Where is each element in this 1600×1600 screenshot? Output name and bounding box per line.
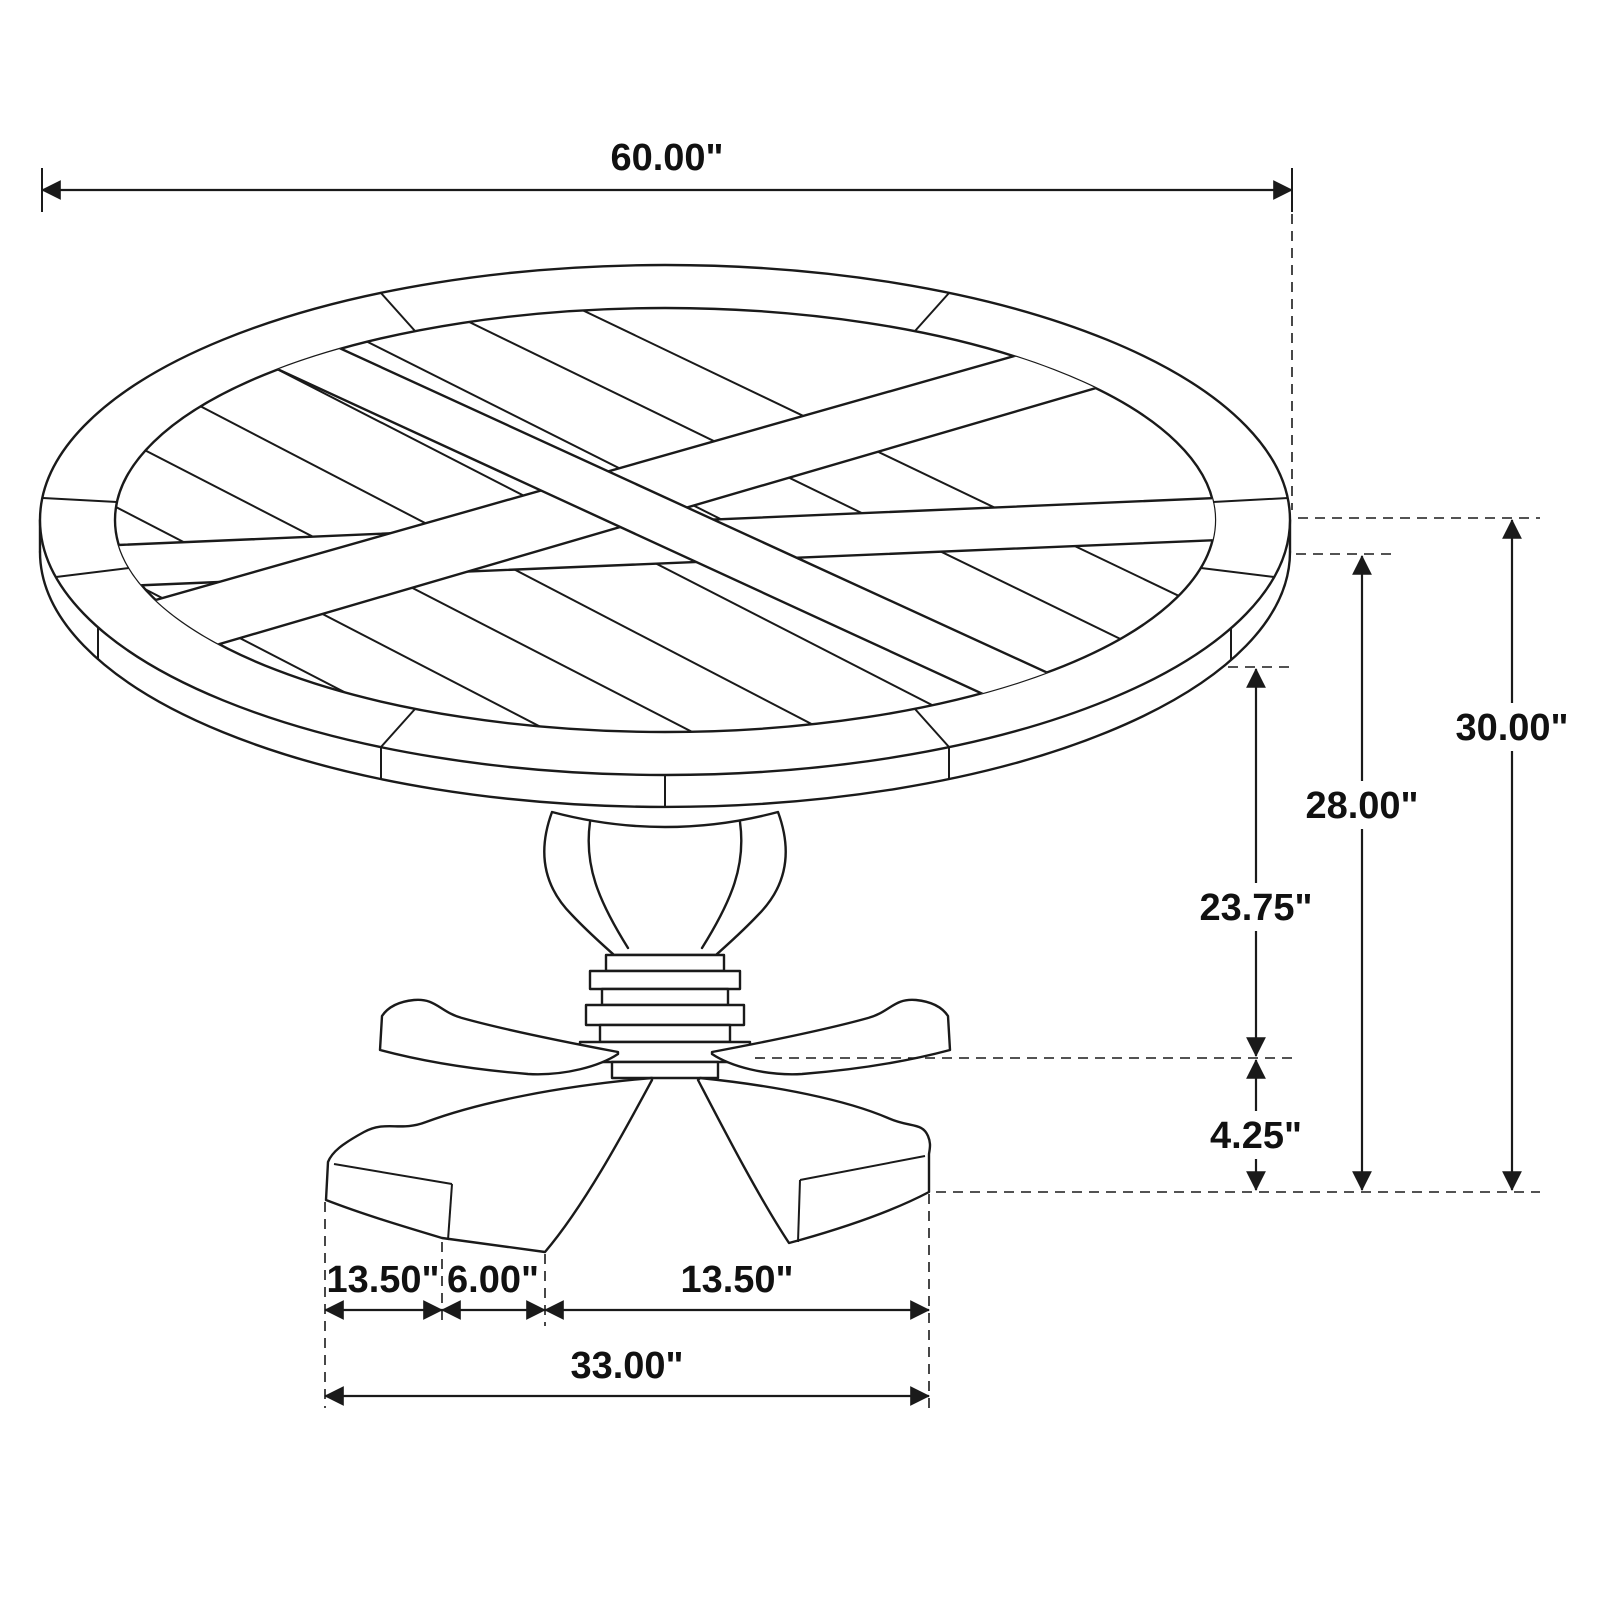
dimension-base-spread: 33.00" xyxy=(324,1345,930,1406)
base-leg-front-left xyxy=(324,1076,654,1254)
tabletop-rim-joints xyxy=(42,292,1289,748)
dim-label-overall-height: 30.00" xyxy=(1455,707,1568,749)
base-leg-back-right xyxy=(710,998,952,1076)
dim-label-pedestal-clearance: 23.75" xyxy=(1199,887,1312,929)
dim-label-left-foot: 13.50" xyxy=(326,1259,439,1301)
base-hub xyxy=(610,1060,720,1080)
dimension-base-height: 4.25" xyxy=(1186,1059,1326,1191)
dimension-underside-height: 28.00" xyxy=(1287,553,1437,1191)
dimension-feet-row: 13.50" 6.00" 13.50" xyxy=(324,1194,930,1408)
dim-label-right-foot: 13.50" xyxy=(680,1259,793,1301)
dim-label-top-diameter: 60.00" xyxy=(610,137,723,179)
dim-label-base-height: 4.25" xyxy=(1210,1115,1302,1157)
tabletop-parquet-pattern xyxy=(115,308,1215,732)
pedestal-collar-rings xyxy=(578,953,752,1064)
dimension-overall-height: 30.00" xyxy=(936,517,1587,1193)
tabletop xyxy=(38,263,1292,809)
dimension-pedestal-clearance: 23.75" xyxy=(755,666,1342,1059)
dim-label-underside-height: 28.00" xyxy=(1305,785,1418,827)
pedestal-base xyxy=(324,998,952,1254)
dim-label-base-spread: 33.00" xyxy=(570,1345,683,1387)
base-leg-back-left xyxy=(378,998,620,1076)
dimension-top-diameter: 60.00" xyxy=(41,137,1293,510)
pedestal-column xyxy=(543,810,787,1064)
dim-label-center-post: 6.00" xyxy=(447,1259,539,1301)
base-leg-front-right xyxy=(696,1076,932,1245)
